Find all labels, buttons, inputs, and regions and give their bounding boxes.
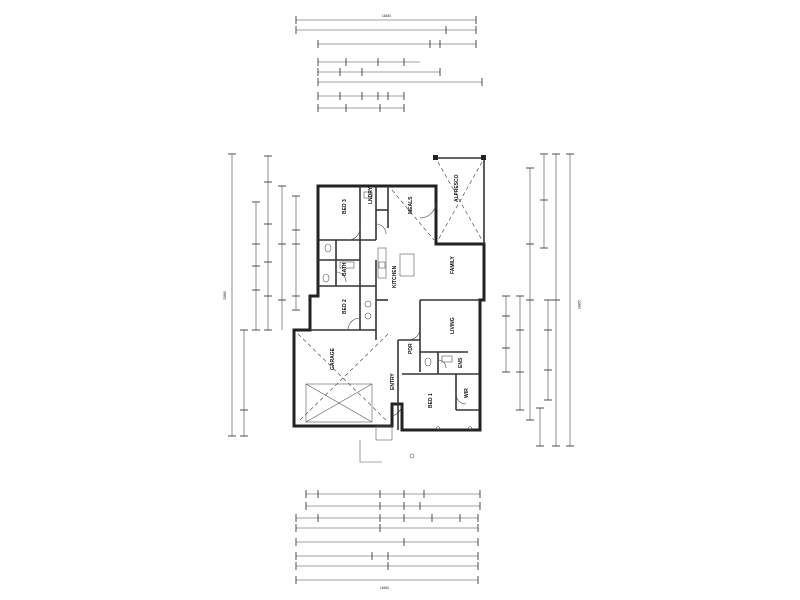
room-bed2: BED 2 [342,299,348,314]
room-bath: BATH [342,262,348,276]
room-kitchen: KITCHEN [392,265,398,288]
bottom-dimension-block: 16460 [295,490,481,590]
right-overall-dimension: 22880 [577,300,581,309]
top-dimension-block: 16460 [295,14,483,112]
room-meals: MEALS [408,196,414,214]
room-lndry: LNDRY [368,186,374,204]
room-bed1: BED 1 [428,393,434,408]
room-entry: ENTRY [390,373,396,390]
left-overall-dimension: 22880 [223,291,227,300]
top-overall-dimension: 16460 [382,14,391,18]
room-family: FAMILY [450,255,456,274]
left-dimension-block: 22880 [223,153,300,437]
room-ens: ENS [458,357,464,368]
room-wir: WIR [464,388,470,398]
room-bed3: BED 3 [342,199,348,214]
right-dimension-block: 22880 [502,153,581,447]
room-pdr: PDR [408,343,414,354]
room-alfresco: ALFRESCO [454,174,460,202]
bottom-overall-dimension: 16460 [380,586,389,590]
building-walls [292,155,486,432]
room-garage: GARAGE [330,347,336,370]
room-living: LIVING [450,317,456,334]
room-labels: BED 3 BED 2 BED 1 MEALS FAMILY LIVING AL… [330,174,470,408]
fixtures [297,161,483,463]
